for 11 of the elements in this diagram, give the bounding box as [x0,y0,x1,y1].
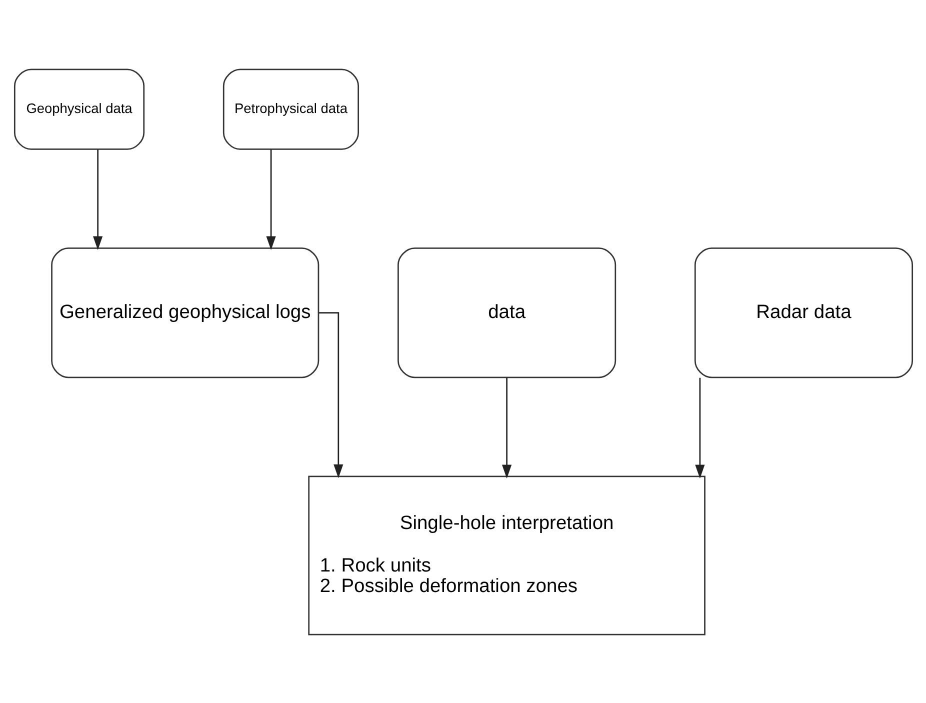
node-box: Generalized geophysical logs [50,247,319,378]
arrow [92,149,102,250]
node-box: Petrophysical data [222,68,359,150]
arrow [318,312,343,478]
arrow [501,377,512,478]
node-box: Geophysical data [13,68,144,150]
arrow [266,149,276,250]
arrow [694,377,704,478]
node-box: Single-hole interpretation 1. Rock units 2. Possible deformation zones [308,475,705,635]
node-box: Radar data [694,247,913,378]
node-box: data [397,247,616,378]
